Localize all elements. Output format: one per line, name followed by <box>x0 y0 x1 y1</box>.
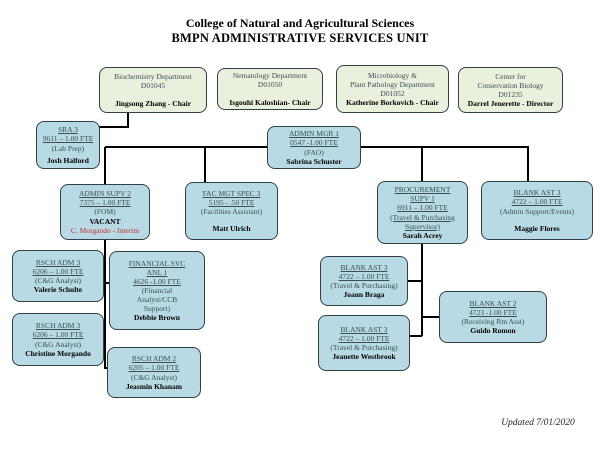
dept-name2: Conservation Biology <box>477 80 544 90</box>
org-box-admin-mgr1-sabrina-schuster: ADMIN MGR 1 0547 -1.00 FTE (FAO) Sabrina… <box>267 126 361 169</box>
position-fte: 6205 – 1.00 FTE <box>128 363 180 373</box>
position-role: (Travel & Purchasing) <box>330 281 398 290</box>
org-box-blank-ast3-jeanette-westbrook: BLANK AST 3 4722 – 1.00 FTE (Travel & Pu… <box>318 315 410 371</box>
page-title-line2: BMPN ADMINISTRATIVE SERVICES UNIT <box>171 31 429 45</box>
org-box-admin-supv2-vacant: ADMIN SUPV 2 7375 – 1.00 FTE (FOM) VACAN… <box>60 184 150 240</box>
position-role: (FAO) <box>304 147 324 157</box>
org-box-rsch-adm3-valerie-schulte: RSCH ADM 3 6206 – 1.00 FTE (C&G Analyst)… <box>12 250 104 302</box>
position-holder: Valerie Schulte <box>33 285 83 295</box>
dept-name2: Plant Pathology Department <box>350 79 435 89</box>
position-title2: ANL 1 <box>146 267 168 277</box>
position-fte: 7375 – 1.00 FTE <box>79 198 131 208</box>
position-holder: Josh Halford <box>47 155 89 165</box>
position-title: BLANK AST 2 <box>469 298 517 308</box>
spacer <box>219 90 321 98</box>
position-role: (C&G Analyst) <box>130 372 178 382</box>
position-holder: Guido Romon <box>470 326 516 336</box>
position-role: (Travel & Purchasing) <box>330 343 398 352</box>
position-role: (Receiving Rm Asst) <box>461 317 525 326</box>
dept-name: Nematology Department <box>232 71 308 81</box>
position-title: RSCH ADM 3 <box>35 257 81 267</box>
position-role: (FOM) <box>94 207 116 217</box>
position-title2: SUPV 1 <box>410 194 435 204</box>
position-holder: Jeanette Westbrook <box>332 352 396 362</box>
position-role: (Financial <box>141 285 173 295</box>
position-holder: Jeasmin Khanam <box>125 381 183 391</box>
dept-name: Biochemistry Department <box>114 72 192 82</box>
position-holder: Matt Ulrich <box>212 224 251 234</box>
position-title: ADMIN SUPV 2 <box>79 189 131 199</box>
position-role3: Support) <box>143 304 171 314</box>
org-box-financial-svc-anl1-debbie-brown: FINANCIAL SVC ANL 1 4626 -1.00 FTE (Fina… <box>109 251 205 330</box>
position-title: RSCH ADM 3 <box>35 321 81 331</box>
org-box-procurement-supv1-sarah-acrey: PROCUREMENT SUPV 1 6911 – 1.00 FTE (Trav… <box>377 181 468 244</box>
page-title: College of Natural and Agricultural Scie… <box>0 16 600 46</box>
position-fte: 4626 -1.00 FTE <box>133 276 181 286</box>
dept-code: D01235 <box>498 90 523 99</box>
org-box-rsch-adm2-jeasmin-khanam: RSCH ADM 2 6205 – 1.00 FTE (C&G Analyst)… <box>107 347 201 398</box>
org-box-conservation-biology: Center for Conservation Biology D01235 D… <box>458 67 563 113</box>
position-holder-vacant: VACANT <box>89 216 121 226</box>
org-box-blank-ast2-guido-romon: BLANK AST 2 4723 -1.00 FTE (Receiving Rm… <box>439 291 547 343</box>
position-role2: Analyst/CCB <box>136 295 178 305</box>
position-title: BLANK AST 3 <box>340 262 388 272</box>
position-fte: 4723 -1.00 FTE <box>469 307 517 317</box>
position-fte: 4722 – 1.00 FTE <box>511 197 563 207</box>
org-box-fac-mgt-spec3-matt-ulrich: FAC MGT SPEC 3 5195 - .50 FTE (Facilitie… <box>185 182 278 240</box>
updated-date-label: Updated 7/01/2020 <box>501 418 575 428</box>
position-fte: 5195 - .50 FTE <box>208 197 255 207</box>
position-holder: Christine Morgando <box>25 348 91 358</box>
position-title: SRA 3 <box>58 125 78 135</box>
position-title: ADMIN MGR 1 <box>288 129 339 139</box>
position-holder: Sabrina Schuster <box>286 156 342 166</box>
dept-name: Center for <box>495 71 526 81</box>
position-role: (Travel & Purchasing <box>390 212 455 222</box>
spacer <box>101 91 205 99</box>
spacer <box>187 216 276 224</box>
position-holder: Maggie Flores <box>514 223 560 233</box>
org-box-sra3-josh-halford: SRA 3 9611 – 1.00 FTE (Lab Prep) Josh Ha… <box>36 121 100 169</box>
position-title: BLANK AST 3 <box>513 188 561 198</box>
position-title: RSCH ADM 2 <box>131 354 177 364</box>
position-role: (C&G Analyst) <box>34 276 82 285</box>
position-fte: 4722 – 1.00 FTE <box>338 271 390 281</box>
dept-head: Darrel Jenerette - Director <box>467 99 554 109</box>
dept-head: Katherine Borkovich - Chair <box>346 98 439 108</box>
position-role2: Supervisor) <box>405 221 440 231</box>
position-role: (Admin Support/Events) <box>500 206 574 216</box>
org-box-micro-plant-path-dept: Microbiology & Plant Pathology Departmen… <box>336 65 449 113</box>
position-holder: Debbie Brown <box>134 313 180 323</box>
position-fte: 6206 – 1.00 FTE <box>32 330 84 340</box>
dept-name: Microbiology & <box>368 70 417 80</box>
dept-code: D01052 <box>380 89 405 98</box>
position-role: (Facilities Assistant) <box>200 207 263 216</box>
org-box-blank-ast3-maggie-flores: BLANK AST 3 4722 – 1.00 FTE (Admin Suppo… <box>481 181 593 240</box>
position-role: (Lab Prep) <box>51 143 85 153</box>
interim-note: C. Morgando - Interim <box>70 225 140 235</box>
position-title: FAC MGT SPEC 3 <box>202 188 261 198</box>
dept-code: D01045 <box>140 81 166 91</box>
org-box-blank-ast3-joann-braga: BLANK AST 3 4722 – 1.00 FTE (Travel & Pu… <box>320 256 408 306</box>
position-title: BLANK AST 3 <box>340 324 388 334</box>
position-fte: 6206 – 1.00 FTE <box>32 266 84 276</box>
position-holder: Sarah Acrey <box>402 230 443 240</box>
position-fte: 9611 – 1.00 FTE <box>42 134 94 144</box>
position-title: FINANCIAL SVC <box>128 258 186 268</box>
org-box-biochemistry-dept: Biochemistry Department D01045 Jingsong … <box>99 67 207 113</box>
position-holder: Joann Braga <box>343 290 385 300</box>
dept-code: D01050 <box>257 80 283 90</box>
spacer <box>483 216 591 224</box>
position-title: PROCUREMENT <box>394 185 451 195</box>
position-role: (C&G Analyst) <box>34 339 82 349</box>
dept-head: Jingsong Zhang - Chair <box>114 98 192 108</box>
dept-head: Isgouhi Kaloshian- Chair <box>229 97 311 107</box>
org-box-nematology-dept: Nematology Department D01050 Isgouhi Kal… <box>217 68 323 110</box>
position-fte: 4722 – 1.00 FTE <box>338 333 390 343</box>
position-fte: 0547 -1.00 FTE <box>290 138 338 148</box>
org-box-rsch-adm3-christine-morgando: RSCH ADM 3 6206 – 1.00 FTE (C&G Analyst)… <box>12 313 104 366</box>
position-fte: 6911 – 1.00 FTE <box>397 203 448 213</box>
page-title-line1: College of Natural and Agricultural Scie… <box>185 16 415 30</box>
